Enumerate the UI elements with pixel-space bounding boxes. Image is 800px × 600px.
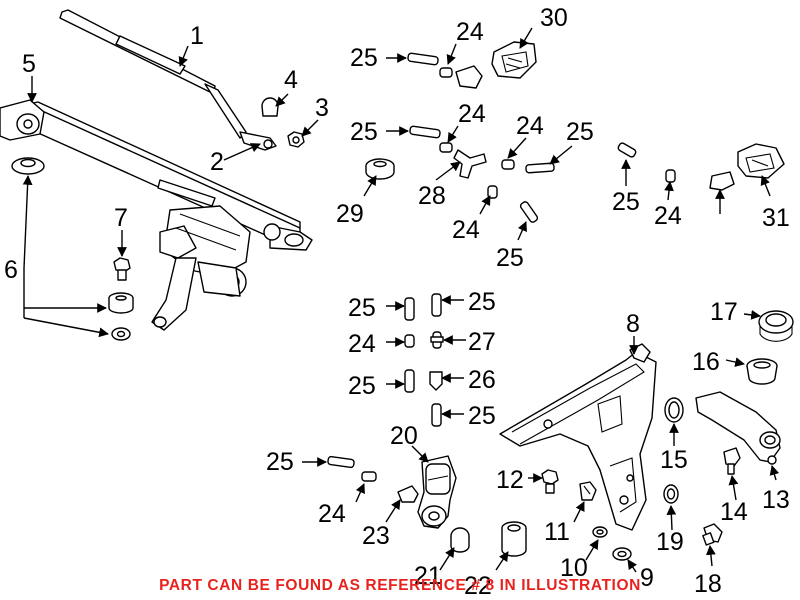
callout-29: 29 bbox=[336, 200, 364, 228]
callout-25: 25 bbox=[348, 372, 376, 400]
reservoir-grommet[interactable] bbox=[612, 547, 632, 561]
wiper-arm[interactable] bbox=[59, 9, 277, 151]
leader-lines bbox=[22, 27, 780, 573]
callout-13: 13 bbox=[762, 486, 790, 514]
callout-8: 8 bbox=[626, 310, 640, 338]
grommet[interactable] bbox=[11, 157, 45, 175]
callout-22: 22 bbox=[464, 572, 492, 600]
pump-seal[interactable] bbox=[663, 484, 679, 504]
callout-6: 6 bbox=[4, 256, 18, 284]
callout-27: 27 bbox=[468, 328, 496, 356]
pump-grommet[interactable] bbox=[450, 527, 470, 553]
washer-jet[interactable] bbox=[491, 41, 537, 79]
washer[interactable] bbox=[111, 327, 131, 341]
callout-30: 30 bbox=[540, 4, 568, 32]
callout-24: 24 bbox=[654, 202, 682, 230]
callout-15: 15 bbox=[660, 446, 688, 474]
clip[interactable] bbox=[723, 447, 741, 475]
callout-17: 17 bbox=[710, 298, 738, 326]
filler-neck[interactable] bbox=[695, 391, 781, 465]
callout-25: 25 bbox=[266, 448, 294, 476]
reservoir-bolt[interactable] bbox=[541, 469, 559, 494]
callout-14: 14 bbox=[720, 498, 748, 526]
wiper-arm-nut[interactable] bbox=[287, 131, 305, 148]
reference-note: PART CAN BE FOUND AS REFERENCE # 8 IN IL… bbox=[159, 577, 641, 594]
callout-24: 24 bbox=[458, 100, 486, 128]
washer-jet[interactable] bbox=[737, 143, 785, 179]
callout-25: 25 bbox=[350, 118, 378, 146]
callout-24: 24 bbox=[456, 18, 484, 46]
callout-2: 2 bbox=[210, 148, 224, 176]
check-valve[interactable] bbox=[430, 331, 444, 349]
wiper-arm-cap[interactable] bbox=[261, 97, 279, 117]
callout-3: 3 bbox=[315, 94, 329, 122]
callout-5: 5 bbox=[22, 50, 36, 78]
callout-25: 25 bbox=[496, 244, 524, 272]
callout-7: 7 bbox=[114, 204, 128, 232]
callout-25: 25 bbox=[468, 288, 496, 316]
pump-sleeve[interactable] bbox=[501, 521, 527, 557]
callout-25: 25 bbox=[566, 118, 594, 146]
callout-9: 9 bbox=[640, 564, 654, 592]
callout-25: 25 bbox=[350, 44, 378, 72]
callout-25: 25 bbox=[348, 294, 376, 322]
level-sensor-seal[interactable] bbox=[664, 397, 684, 423]
callout-26: 26 bbox=[468, 366, 496, 394]
bolt[interactable] bbox=[113, 257, 131, 281]
callout-24: 24 bbox=[452, 216, 480, 244]
hose-t-connector[interactable] bbox=[453, 149, 487, 179]
callout-18: 18 bbox=[694, 570, 722, 598]
callout-11: 11 bbox=[544, 518, 570, 546]
wiper-linkage[interactable] bbox=[0, 99, 313, 251]
wiper-motor[interactable] bbox=[151, 205, 251, 331]
washer-pump[interactable] bbox=[417, 455, 457, 529]
callout-10: 10 bbox=[560, 554, 588, 582]
pump-connector[interactable] bbox=[397, 485, 419, 503]
callout-31: 31 bbox=[762, 204, 790, 232]
washer-reservoir[interactable] bbox=[499, 343, 657, 531]
callout-19: 19 bbox=[656, 528, 684, 556]
callout-12: 12 bbox=[496, 466, 524, 494]
callout-23: 23 bbox=[362, 522, 390, 550]
callout-24: 24 bbox=[348, 330, 376, 358]
callout-28: 28 bbox=[418, 182, 446, 210]
hose[interactable] bbox=[327, 52, 637, 469]
filler-cap[interactable] bbox=[758, 310, 794, 342]
rubber-grommet[interactable] bbox=[365, 158, 395, 180]
hose-connector[interactable] bbox=[455, 65, 735, 191]
hose-elbow[interactable] bbox=[429, 371, 443, 391]
callout-labels: 1 2 3 4 5 6 7 8 9 10 11 12 13 14 15 16 1… bbox=[4, 4, 790, 600]
callout-16: 16 bbox=[692, 348, 720, 376]
callout-21: 21 bbox=[414, 562, 442, 590]
callout-20: 20 bbox=[390, 422, 418, 450]
o-ring[interactable] bbox=[592, 526, 608, 538]
filler-neck-seal[interactable] bbox=[746, 358, 778, 385]
callout-4: 4 bbox=[284, 66, 298, 94]
level-sensor[interactable] bbox=[702, 523, 723, 546]
callout-1: 1 bbox=[190, 22, 204, 50]
callout-25: 25 bbox=[468, 402, 496, 430]
hose-coupling[interactable] bbox=[361, 67, 676, 482]
plastic-nut[interactable] bbox=[579, 481, 597, 501]
bushing[interactable] bbox=[108, 292, 134, 314]
callout-24: 24 bbox=[516, 112, 544, 140]
callout-24: 24 bbox=[318, 500, 346, 528]
callout-25: 25 bbox=[612, 188, 640, 216]
